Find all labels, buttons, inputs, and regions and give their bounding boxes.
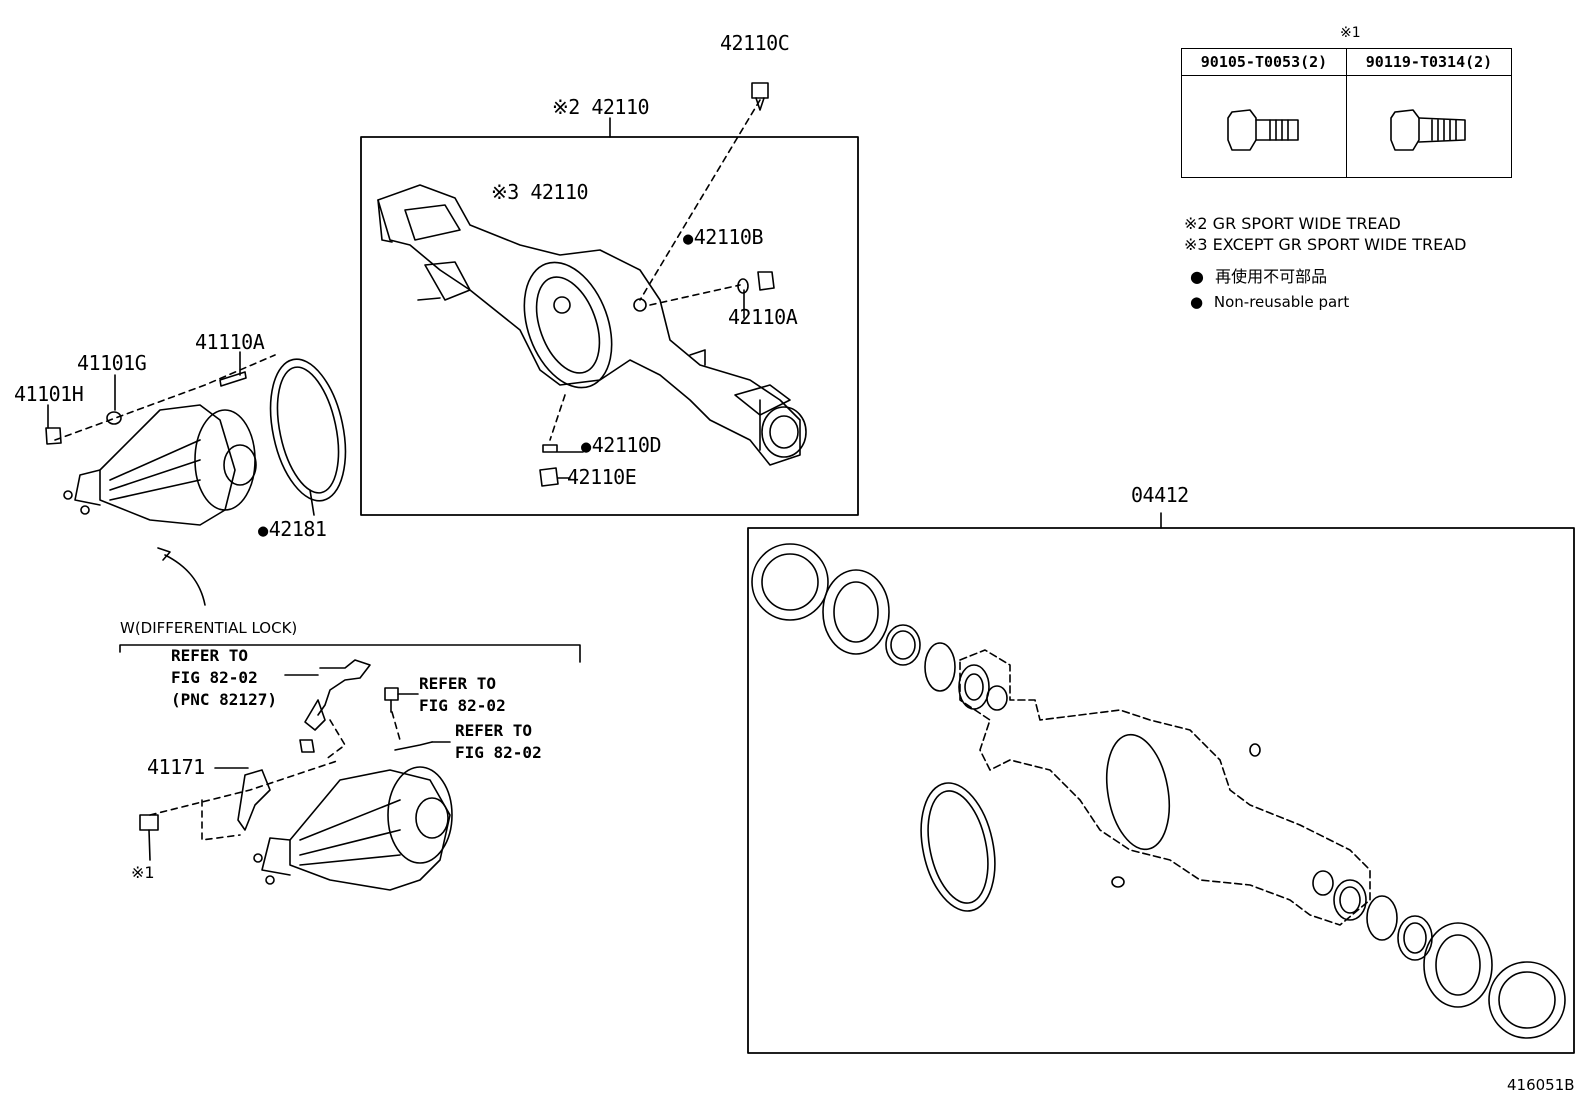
refer-line: FIG 82-02 — [419, 696, 506, 715]
differential-carrier-lower — [253, 766, 453, 891]
label-42110d[interactable]: 42110D — [581, 434, 662, 458]
bolt-90105-header[interactable]: 90105-T0053(2) — [1181, 48, 1347, 76]
refer-line: (PNC 82127) — [171, 690, 277, 709]
label-42110-gr-sport[interactable]: ※2 42110 — [552, 95, 650, 119]
refer-line: FIG 82-02 — [171, 668, 258, 687]
label-42110e[interactable]: 42110E — [567, 465, 637, 489]
diff-lock-header: W(DIFFERENTIAL LOCK) — [120, 619, 298, 637]
label-42110b[interactable]: 42110B — [683, 226, 764, 250]
bolt-90119-cell — [1346, 75, 1512, 178]
legend-jp-text: 再使用不可部品 — [1215, 267, 1328, 286]
label-42181[interactable]: 42181 — [258, 518, 327, 542]
label-41171[interactable]: 41171 — [147, 755, 205, 779]
label-42110-except-gr[interactable]: ※3 42110 — [491, 180, 589, 204]
label-note-1: ※1 — [131, 863, 155, 882]
axle-housing-drawing — [377, 184, 807, 466]
refer-line: REFER TO — [455, 721, 533, 740]
legend-note-3: ※3 EXCEPT GR SPORT WIDE TREAD — [1184, 235, 1467, 254]
bolt-90119-header[interactable]: 90119-T0314(2) — [1346, 48, 1512, 76]
gasket-42181 — [269, 358, 347, 502]
bolt-table: 90105-T0053(2) 90119-T0314(2) — [1181, 48, 1512, 178]
legend-en-text: Non-reusable part — [1213, 293, 1350, 311]
bullet-icon: ● — [1190, 267, 1204, 286]
figure-id: 416051B — [1507, 1076, 1575, 1094]
legend-note-2: ※2 GR SPORT WIDE TREAD — [1184, 214, 1401, 233]
label-42110c[interactable]: 42110C — [720, 31, 790, 55]
label-41101h[interactable]: 41101H — [14, 382, 84, 406]
bolt-table-note: ※1 — [1340, 25, 1361, 41]
differential-carrier-upper — [63, 404, 257, 526]
refer-line: REFER TO — [171, 646, 249, 665]
label-04412[interactable]: 04412 — [1131, 483, 1189, 507]
label-41101g[interactable]: 41101G — [77, 351, 147, 375]
legend-nonreusable-jp: ● 再使用不可部品 — [1190, 268, 1327, 286]
gasket-kit-drawing — [751, 543, 1566, 1039]
label-41110a[interactable]: 41110A — [195, 330, 265, 354]
bullet-icon: ● — [1190, 293, 1204, 311]
label-42110a[interactable]: 42110A — [728, 305, 798, 329]
refer-line: REFER TO — [419, 674, 497, 693]
legend-nonreusable-en: ● Non-reusable part — [1190, 293, 1349, 311]
bolt-90105-cell — [1181, 75, 1347, 178]
refer-line: FIG 82-02 — [455, 743, 542, 762]
gasket-kit-frame — [747, 527, 1575, 1054]
